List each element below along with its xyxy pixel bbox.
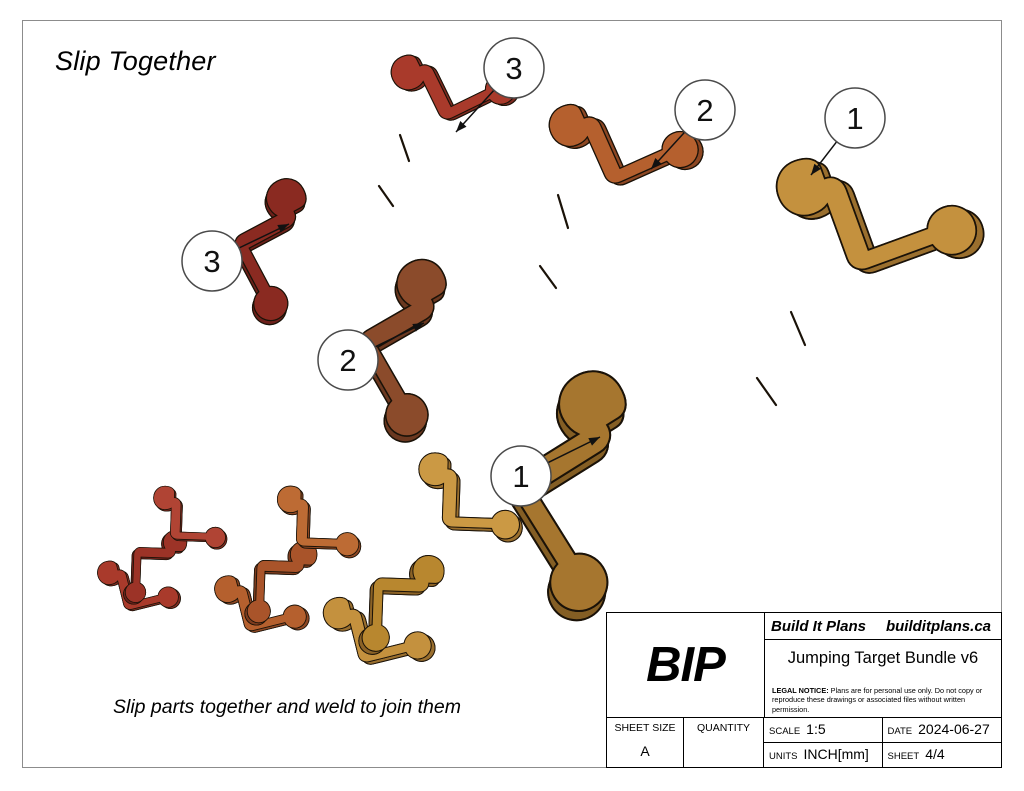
legal-notice: LEGAL NOTICE: Plans are for personal use…	[772, 686, 994, 714]
legal-notice-body: Plans are for personal use only. Do not …	[772, 685, 983, 714]
quantity-cell: QUANTITY	[684, 718, 764, 767]
date-value: 2024-06-27	[918, 721, 990, 737]
units-cell: UNITS INCH[mm]	[764, 743, 883, 767]
project-name: Jumping Target Bundle v6	[787, 648, 979, 667]
sheet-size-cell: SHEET SIZE A	[607, 718, 684, 767]
scale-date-row: SCALE 1:5 DATE 2024-06-27	[764, 718, 1001, 743]
title-block: BIP Build It Plans builditplans.ca Jumpi…	[606, 612, 1002, 768]
scale-value: 1:5	[806, 721, 826, 737]
sheet-size-label: SHEET SIZE	[614, 722, 676, 734]
quantity-label: QUANTITY	[696, 722, 751, 734]
date-label: DATE	[887, 726, 913, 737]
view-title: Slip Together	[55, 46, 216, 76]
units-label: UNITS	[769, 751, 798, 762]
project-row: Jumping Target Bundle v6	[765, 640, 1001, 676]
title-block-lower: SHEET SIZE A QUANTITY SCALE 1:5 DATE 202…	[607, 718, 1001, 767]
logo-cell: BIP	[607, 613, 765, 717]
sheet-size-value: A	[640, 743, 650, 759]
sheet-number-cell: SHEET 4/4	[883, 743, 1002, 767]
bip-logo: BIP	[646, 638, 726, 692]
legal-notice-label: LEGAL NOTICE:	[772, 685, 829, 695]
company-website[interactable]: builditplans.ca	[885, 617, 991, 635]
units-value: INCH[mm]	[803, 746, 869, 762]
scale-label: SCALE	[769, 726, 801, 737]
title-block-upper: BIP Build It Plans builditplans.ca Jumpi…	[607, 613, 1001, 718]
company-name: Build It Plans	[771, 617, 867, 635]
date-cell: DATE 2024-06-27	[883, 718, 1002, 742]
scale-cell: SCALE 1:5	[764, 718, 883, 742]
sheet-value: 4/4	[925, 746, 945, 762]
title-block-info: Build It Plans builditplans.ca Jumping T…	[765, 613, 1001, 717]
brand-row: Build It Plans builditplans.ca	[765, 613, 1001, 640]
units-sheet-row: UNITS INCH[mm] SHEET 4/4	[764, 743, 1001, 767]
sheet-label: SHEET	[887, 751, 920, 762]
instruction-caption: Slip parts together and weld to join the…	[113, 696, 461, 718]
title-block-fields: SCALE 1:5 DATE 2024-06-27 UNITS INCH[mm]…	[764, 718, 1001, 767]
legal-row: LEGAL NOTICE: Plans are for personal use…	[765, 676, 1001, 717]
